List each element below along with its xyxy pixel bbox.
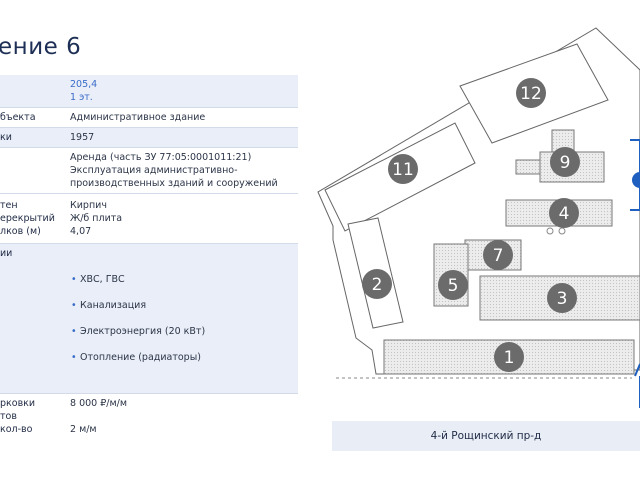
list-item: Канализация [71,299,294,312]
marker-label: 9 [560,153,571,173]
entrance-arrow-icon [634,363,640,408]
building-marker-7[interactable]: 7 [483,240,513,270]
table-row: бъекта Административное здание [0,108,298,128]
table-row: ки 1957 [0,128,298,148]
row-key: бъекта [0,112,36,123]
row-value: 8 000 ₽/м/м 2 м/м [70,398,127,435]
row-value: 1957 [70,132,95,143]
marker-label: 12 [520,84,542,104]
site-marker-dot [558,227,566,235]
site-plan-map: 12 11 9 4 2 7 5 3 1 [317,27,640,408]
entrance-marker-icon [630,139,640,211]
table-row: 205,4 1 эт. [0,75,298,108]
table-row: тен ерекрытий лков (м) Кирпич Ж/б плита … [0,194,298,244]
site-marker-dot [546,227,554,235]
building-marker-4[interactable]: 4 [549,198,579,228]
row-value-area: 205,4 1 эт. [70,79,98,103]
marker-label: 11 [392,160,414,180]
building-marker-5[interactable]: 5 [438,270,468,300]
street-bar [332,421,640,451]
row-key [0,75,64,107]
building-marker-2[interactable]: 2 [362,269,392,299]
row-value: Кирпич Ж/б плита 4,07 [70,200,123,237]
property-table: 205,4 1 эт. бъекта Административное здан… [0,75,298,439]
row-key [0,148,64,193]
marker-label: 1 [504,348,515,368]
list-item: ХВС, ГВС [71,273,294,286]
row-key: ки [0,132,12,143]
building-marker-9[interactable]: 9 [550,147,580,177]
row-key: ии [0,248,13,259]
building-marker-3[interactable]: 3 [547,283,577,313]
row-value: Административное здание [70,112,206,123]
building-marker-12[interactable]: 12 [516,78,546,108]
building-marker-1[interactable]: 1 [494,342,524,372]
row-value: Аренда (часть ЗУ 77:05:0001011:21) Экспл… [70,152,278,189]
marker-label: 2 [372,275,383,295]
table-row: рковки тов кол-во 8 000 ₽/м/м 2 м/м [0,394,298,439]
list-item: Отопление (радиаторы) [71,351,294,364]
marker-label: 4 [559,204,570,224]
marker-label: 3 [557,289,568,309]
marker-label: 5 [448,276,459,296]
street-label: 4-й Рощинский пр-д [430,430,542,442]
row-key: тен ерекрытий лков (м) [0,200,55,237]
building-9-wing [515,159,541,175]
utilities-list: ХВС, ГВС Канализация Электроэнергия (20 … [70,260,294,377]
table-row: ии ХВС, ГВС Канализация Электроэнергия (… [0,244,298,394]
row-key: рковки тов кол-во [0,398,36,435]
entrance-dot-icon [632,172,640,188]
list-item: Электроэнергия (20 кВт) [71,325,294,338]
page-title: ение 6 [0,34,82,60]
marker-label: 7 [493,246,504,266]
row-value-utilities: ХВС, ГВС Канализация Электроэнергия (20 … [64,244,298,393]
building-marker-11[interactable]: 11 [388,154,418,184]
table-row: Аренда (часть ЗУ 77:05:0001011:21) Экспл… [0,148,298,194]
